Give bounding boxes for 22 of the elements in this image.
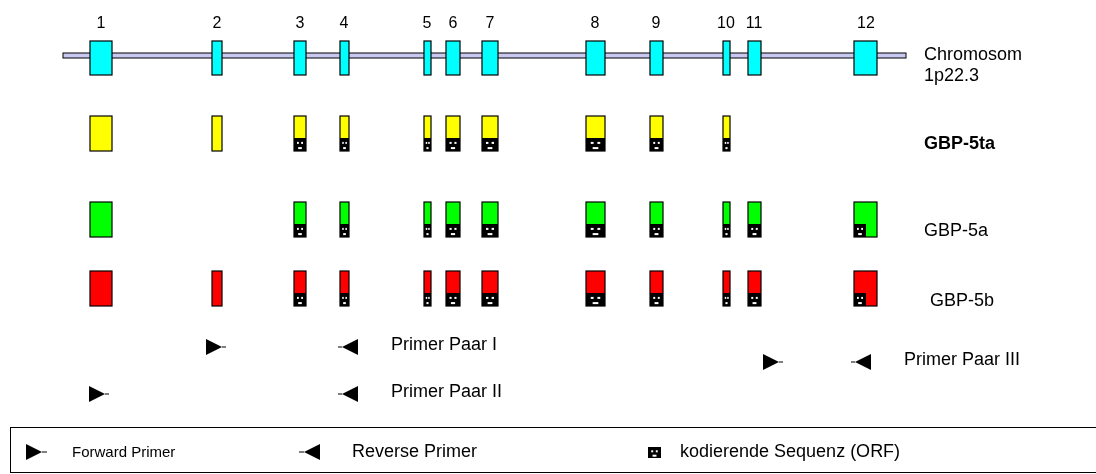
exon-number: 4 bbox=[338, 14, 350, 33]
transcript-label: GBP-5ta bbox=[924, 133, 995, 154]
primer-pair-label: Primer Paar I bbox=[391, 334, 498, 355]
exon-number: 7 bbox=[484, 14, 496, 33]
exon-number: 2 bbox=[211, 14, 223, 33]
exon-number: 8 bbox=[589, 14, 601, 33]
exon-number: 9 bbox=[650, 14, 662, 33]
legend-label: Forward Primer bbox=[72, 443, 176, 461]
legend-label: kodierende Sequenz (ORF) bbox=[680, 441, 901, 462]
exon-number: 6 bbox=[447, 14, 459, 33]
transcript-label: GBP-5b bbox=[930, 290, 995, 311]
exon-number: 5 bbox=[421, 14, 433, 33]
exon-number: 11 bbox=[744, 14, 764, 33]
exon-number: 12 bbox=[856, 14, 876, 33]
exon-number: 10 bbox=[716, 14, 736, 33]
chromosome-label: Chromosom 1p22.3 bbox=[924, 44, 1024, 86]
transcript-label: GBP-5a bbox=[924, 220, 989, 241]
exon-number: 1 bbox=[95, 14, 107, 33]
primer-pair-label: Primer Paar II bbox=[391, 381, 503, 402]
exon-number: 3 bbox=[294, 14, 306, 33]
legend-label: Reverse Primer bbox=[352, 441, 478, 462]
primer-pair-label: Primer Paar III bbox=[904, 349, 1021, 370]
